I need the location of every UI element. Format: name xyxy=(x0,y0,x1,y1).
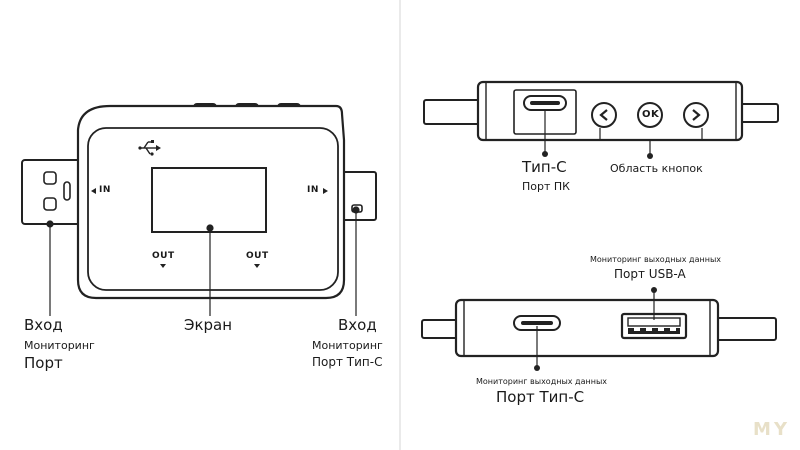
chevron-right-icon xyxy=(692,109,701,121)
ok-button xyxy=(637,102,663,128)
input-left-port: Порт xyxy=(24,354,63,372)
device-side-view-top xyxy=(423,80,779,142)
out-left-label: OUT xyxy=(152,251,175,261)
screen-display xyxy=(151,167,267,233)
typec-label: Тип-С xyxy=(522,158,567,176)
out-left-arrow-icon xyxy=(160,264,166,268)
usb-a-port-label: Порт USB-A xyxy=(614,267,686,281)
usb-symbol-icon xyxy=(138,140,161,156)
usb-slot xyxy=(63,181,71,201)
device-front-view xyxy=(21,103,377,300)
usb-plug-left-top xyxy=(423,99,483,125)
leader-dot-typec-bottom xyxy=(534,365,540,371)
in-right-label: IN xyxy=(307,185,319,195)
pc-port-label: Порт ПК xyxy=(522,180,570,193)
in-left-arrow-icon xyxy=(91,188,96,194)
in-right-arrow-icon xyxy=(323,188,328,194)
usb-a-plug-left xyxy=(21,159,81,225)
device-side-view-bottom xyxy=(421,298,777,358)
input-right-title: Вход xyxy=(338,316,377,334)
out-right-arrow-icon xyxy=(254,264,260,268)
typec-bottom-caption: Мониторинг выходных данных xyxy=(476,377,607,386)
leader-dot-typec-top xyxy=(542,151,548,157)
left-button xyxy=(591,102,617,128)
watermark: MY xyxy=(753,419,790,440)
input-right-monitoring: Мониторинг xyxy=(312,339,383,352)
input-left-title: Вход xyxy=(24,316,63,334)
plug-right-bottom xyxy=(713,317,777,341)
right-button xyxy=(683,102,709,128)
typec-bottom-port-label: Порт Тип-С xyxy=(496,388,585,406)
device-face xyxy=(87,127,339,291)
usb-pin-1 xyxy=(43,171,57,185)
button-area-label: Область кнопок xyxy=(610,162,703,175)
input-left-monitoring: Мониторинг xyxy=(24,339,95,352)
in-left-label: IN xyxy=(99,185,111,195)
input-right-port: Порт Тип-С xyxy=(312,355,383,369)
screen-label: Экран xyxy=(184,316,233,334)
out-right-label: OUT xyxy=(246,251,269,261)
usb-a-caption: Мониторинг выходных данных xyxy=(590,255,721,264)
leader-dot-usb-a xyxy=(651,287,657,293)
usb-pin-2 xyxy=(43,197,57,211)
ok-button-label: OK xyxy=(642,109,660,120)
chevron-left-icon xyxy=(599,109,608,121)
